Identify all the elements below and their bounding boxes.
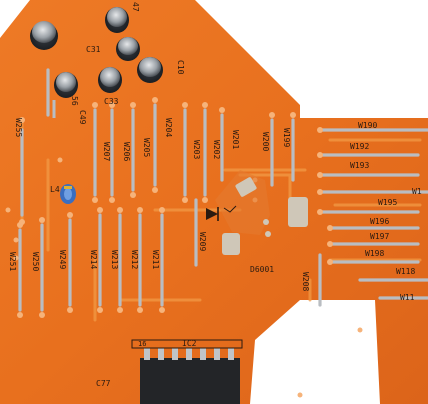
label-w11: W11: [400, 293, 415, 302]
label-w192: W192: [350, 142, 369, 151]
wire-jumpers: [18, 68, 428, 312]
label-c56: 56: [70, 96, 79, 106]
label-d6001: D6001: [250, 265, 274, 274]
label-w209: W209: [198, 232, 207, 251]
label-l4: L4: [50, 185, 60, 194]
label-w205: W205: [142, 138, 151, 157]
label-w118: W118: [396, 267, 415, 276]
inductor-l4: [60, 184, 76, 204]
label-w213: W213: [110, 250, 119, 269]
capacitor-c10: [137, 57, 163, 83]
label-pin16: 16: [138, 340, 146, 348]
label-w197: W197: [370, 232, 389, 241]
label-w211: W211: [151, 250, 160, 269]
capacitor-c33: [98, 67, 122, 93]
silkscreen-labels: C31 C33 C10 47 C49 56 L4 W255 W207 W206 …: [8, 2, 422, 388]
label-w203: W203: [192, 140, 201, 159]
label-w255: W255: [14, 118, 23, 137]
capacitor-c47: [105, 7, 129, 33]
solder-pads: [5, 97, 363, 398]
capacitor-c56: [30, 21, 58, 50]
label-w198: W198: [365, 249, 384, 258]
label-ic2: IC2: [182, 339, 197, 348]
label-w212: W212: [130, 250, 139, 269]
label-c47: 47: [131, 2, 140, 12]
capacitor-c31: [116, 37, 140, 61]
ic2-chip: [131, 339, 243, 404]
label-w206: W206: [122, 142, 131, 161]
label-w250: W250: [31, 252, 40, 271]
diode-d6001: [206, 170, 308, 255]
label-w200: W200: [261, 132, 270, 151]
label-w195: W195: [378, 198, 397, 207]
label-w251: W251: [8, 252, 17, 271]
label-c49: C49: [78, 110, 87, 125]
label-w202: W202: [212, 140, 221, 159]
label-c77: C77: [96, 379, 111, 388]
label-w199: W199: [282, 128, 291, 147]
label-w196: W196: [370, 217, 389, 226]
label-w207: W207: [102, 142, 111, 161]
label-w204: W204: [164, 118, 173, 137]
label-w214: W214: [89, 250, 98, 269]
label-w193: W193: [350, 161, 369, 170]
capacitor-c49: [52, 72, 78, 118]
label-w249: W249: [58, 250, 67, 269]
label-c31: C31: [86, 45, 101, 54]
label-w1: W1: [412, 187, 422, 196]
label-c33: C33: [104, 97, 119, 106]
label-w208: W208: [301, 272, 310, 291]
label-c10: C10: [176, 60, 185, 75]
label-w190: W190: [358, 121, 377, 130]
label-w201: W201: [231, 130, 240, 149]
